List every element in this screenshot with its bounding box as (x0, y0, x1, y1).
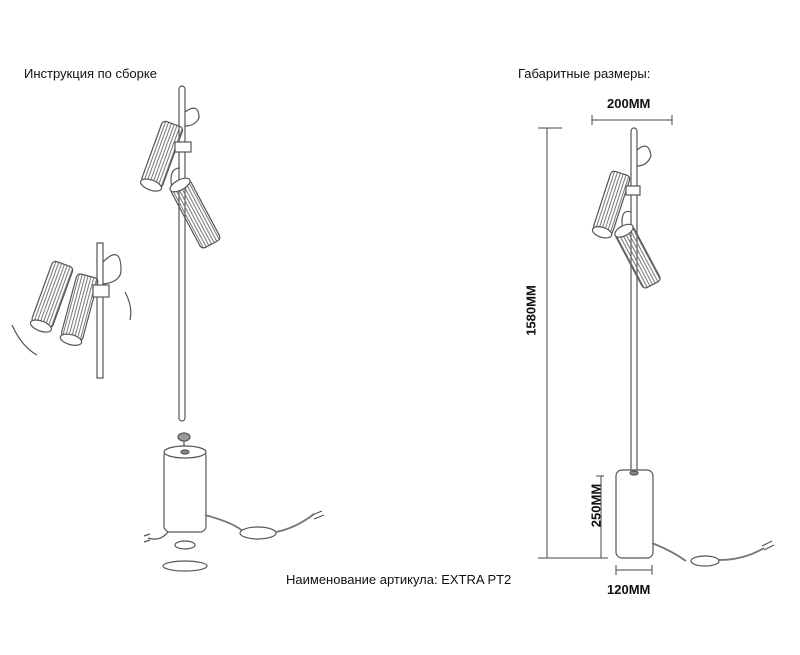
dimensions-view (538, 115, 775, 575)
width-dimension: 200MM (607, 96, 651, 111)
height-dimension: 1580MM (523, 285, 539, 336)
base-height-dimension: 250MM (588, 483, 604, 528)
detail-view (11, 242, 132, 379)
base-diameter-dimension: 120MM (607, 582, 651, 597)
dimensions-heading: Габаритные размеры: (518, 66, 651, 81)
article-name: Наименование артикула: EXTRA PT2 (286, 572, 512, 587)
assembly-heading: Инструкция по сборке (24, 66, 157, 81)
assembly-view (139, 85, 325, 572)
